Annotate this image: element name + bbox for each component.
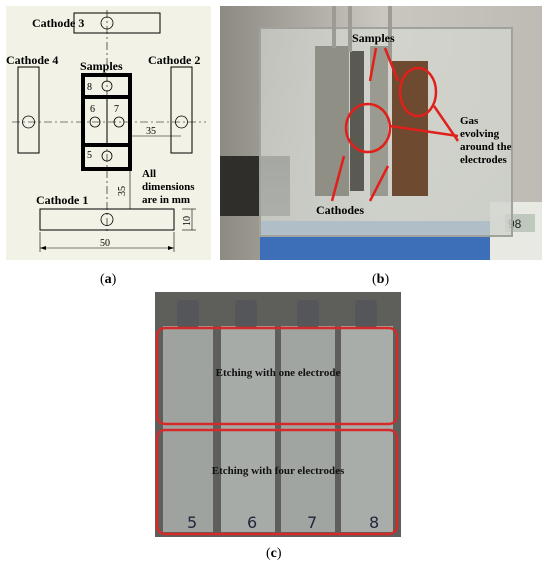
dim-35-horizontal: 35	[146, 126, 156, 137]
sample-7-hole	[113, 116, 125, 128]
drawing-panel: Cathode 3 Cathode 4 Cathode 2 Samples 8 …	[6, 6, 211, 260]
cathodes-label: Cathodes	[316, 203, 364, 217]
setup-photo-panel: 98 Samples Gas evolving around the elect…	[220, 6, 542, 260]
bolt-6	[235, 300, 257, 328]
cathode-3-hole	[100, 16, 114, 30]
sample-6-hole	[89, 116, 101, 128]
cathode-4-rect	[17, 66, 40, 154]
plate-number-7: 7	[307, 513, 317, 532]
samples-arrow-2	[383, 47, 400, 82]
bolt-8	[355, 300, 377, 328]
gas-arrow-2	[432, 105, 460, 142]
gas-line-3: around the	[460, 141, 512, 153]
gas-arrow-1	[389, 124, 459, 138]
caption-a: a	[104, 272, 112, 287]
dim-50-arrow-left	[40, 246, 46, 250]
samples-photo: Etching with one electrode Etching with …	[155, 292, 401, 537]
label-four-electrodes: Etching with four electrodes	[212, 465, 345, 477]
sample-electrode-middle	[370, 46, 388, 196]
cathode-1-hole	[100, 213, 114, 226]
note-line-2: dimensions	[142, 181, 195, 193]
cathode-arrow-2	[368, 165, 390, 202]
plate-number-5: 5	[187, 513, 197, 532]
cathode-2-label: Cathode 2	[148, 53, 200, 67]
dim-50-arrow-right	[168, 246, 174, 250]
sample-5-number: 5	[87, 150, 92, 161]
electrode-layout-drawing: Cathode 3 Cathode 4 Cathode 2 Samples 8 …	[6, 10, 206, 252]
gas-line-2: evolving	[460, 128, 500, 140]
dim-35-vertical: 35	[117, 186, 128, 196]
cathode-left	[350, 51, 364, 191]
plate-number-8: 8	[369, 513, 379, 532]
cathode-1-rect	[39, 208, 175, 231]
sample-8-hole	[101, 80, 113, 92]
plate-number-6: 6	[247, 513, 257, 532]
samples-label-b: Samples	[352, 31, 395, 45]
caption-a-wrap: (a)	[100, 272, 117, 287]
sample-6-number: 6	[90, 104, 95, 115]
note-line-1: All	[142, 168, 156, 180]
dim-10: 10	[182, 216, 193, 226]
bolt-7	[297, 300, 319, 328]
note-line-3: are in mm	[142, 194, 190, 206]
samples-frame	[81, 73, 132, 171]
cathode-3-rect	[73, 12, 161, 34]
caption-c-wrap: (c)	[266, 546, 282, 561]
cathode-2-hole	[175, 115, 188, 129]
box-one-electrode	[155, 326, 399, 426]
rod-1	[332, 6, 336, 48]
cathode-4-label: Cathode 4	[6, 53, 58, 67]
cathode-3-label: Cathode 3	[32, 16, 84, 30]
rod-3	[388, 6, 392, 61]
gas-circle-right	[398, 66, 438, 118]
gas-line-4: electrodes	[460, 154, 508, 166]
gas-line-1: Gas	[460, 115, 479, 127]
bolt-5	[177, 300, 199, 328]
rod-2	[348, 6, 352, 52]
sample-8-number: 8	[87, 82, 92, 93]
label-one-electrode: Etching with one electrode	[216, 367, 341, 379]
setup-photo: 98 Samples Gas evolving around the elect…	[220, 6, 542, 260]
caption-b-wrap: (b)	[372, 272, 390, 287]
samples-label: Samples	[80, 59, 123, 73]
sample-5-hole	[101, 150, 113, 162]
sample-7-number: 7	[114, 104, 119, 115]
caption-b: b	[376, 272, 385, 287]
cathode-4-hole	[22, 115, 35, 129]
cathode-arrow-1	[330, 155, 346, 202]
samples-photo-panel: Etching with one electrode Etching with …	[155, 292, 401, 537]
cathode-2-rect	[170, 66, 193, 154]
sample-electrode-left	[315, 46, 349, 196]
caption-c: c	[270, 546, 277, 561]
cathode-1-label: Cathode 1	[36, 193, 88, 207]
box-four-electrodes	[155, 428, 399, 536]
samples-arrow-1	[368, 47, 378, 82]
gas-circle-left	[344, 102, 392, 154]
dim-50: 50	[100, 238, 110, 249]
